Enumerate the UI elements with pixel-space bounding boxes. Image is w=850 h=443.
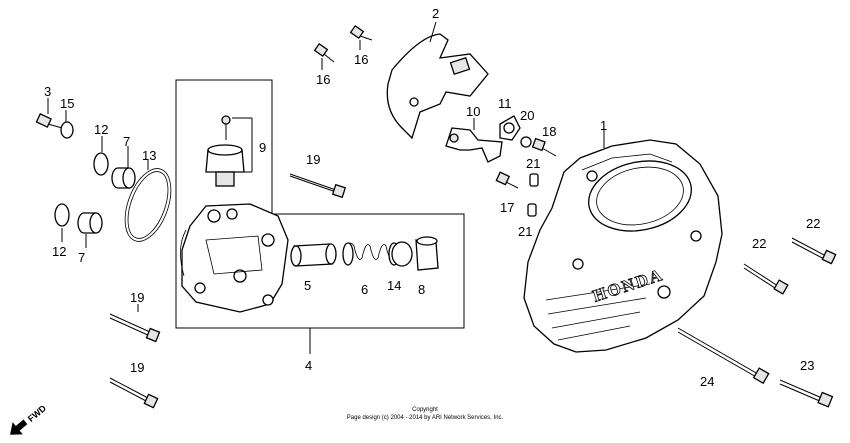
callout-7-lower: 7 — [78, 250, 85, 265]
callout-16-a: 16 — [316, 72, 330, 87]
callout-19-upper: 19 — [306, 152, 320, 167]
callout-13: 13 — [142, 148, 156, 163]
part-20-washer — [520, 136, 532, 148]
part-14-washer — [391, 241, 413, 267]
part-8-plug — [415, 236, 439, 271]
callout-3: 3 — [44, 84, 51, 99]
callout-21-lower: 21 — [518, 224, 532, 239]
callout-2: 2 — [432, 6, 439, 21]
callout-4: 4 — [305, 358, 312, 373]
part-22-bolt-upper — [791, 237, 837, 265]
part-21-dowel-lower — [527, 203, 537, 217]
callout-12-lower: 12 — [52, 244, 66, 259]
oil-pump-assembly-frame — [175, 79, 465, 329]
callout-6: 6 — [361, 282, 368, 297]
part-16-bolt-a — [313, 42, 335, 70]
callout-22-upper: 22 — [806, 216, 820, 231]
oil-pump-body — [180, 203, 289, 313]
callout-5: 5 — [304, 278, 311, 293]
callout-7-upper: 7 — [123, 134, 130, 149]
callout-23: 23 — [800, 358, 814, 373]
callout-10: 10 — [466, 104, 480, 119]
part-6-spring — [342, 242, 400, 266]
callout-19-lower: 19 — [130, 360, 144, 375]
callout-22-lower: 22 — [752, 236, 766, 251]
callout-14: 14 — [387, 278, 401, 293]
callout-21-upper: 21 — [526, 156, 540, 171]
part-2-breather-cover — [386, 21, 489, 140]
callout-24: 24 — [700, 374, 714, 389]
part-21-dowel-upper — [529, 173, 539, 187]
part-7-dowel-lower — [77, 212, 103, 248]
part-15-o-ring — [60, 110, 74, 139]
part-7-dowel-upper — [111, 146, 136, 189]
part-11-roller — [499, 115, 521, 141]
part-12-o-ring-lower — [54, 203, 70, 242]
callout-11: 11 — [498, 96, 512, 111]
callout-18: 18 — [542, 124, 556, 139]
part-16-bolt-b — [349, 24, 373, 50]
part-24-long-bolt — [677, 327, 770, 385]
callout-12-upper: 12 — [94, 122, 108, 137]
part-18-bolt — [531, 137, 557, 157]
callout-16-b: 16 — [354, 52, 368, 67]
copyright-line-2: Page design (c) 2004 - 2014 by ARI Netwo… — [347, 415, 504, 421]
callout-17: 17 — [500, 200, 514, 215]
part-12-o-ring-upper — [93, 136, 109, 176]
callout-15: 15 — [60, 96, 74, 111]
part-17-bolt — [495, 171, 519, 189]
part-10-lifter-arm — [445, 118, 503, 163]
callout-20: 20 — [520, 108, 534, 123]
fwd-arrow: FWD — [10, 403, 49, 435]
part-1-crankcase-cover: HONDA — [523, 128, 723, 353]
fwd-label: FWD — [26, 403, 49, 424]
part-19-bolt-upper — [289, 173, 347, 199]
callout-8: 8 — [418, 282, 425, 297]
callout-9: 9 — [259, 140, 266, 155]
callout-1: 1 — [600, 118, 607, 133]
copyright-line-1: Copyright — [412, 407, 438, 413]
part-5-relief-valve-piston — [290, 243, 337, 267]
part-23-bolt — [779, 379, 834, 408]
part-19-bolt-lower — [109, 377, 159, 409]
part-9-pressure-switch — [205, 115, 253, 187]
part-13-gasket — [124, 160, 172, 242]
part-3-bolt — [35, 98, 63, 129]
callout-19-mid: 19 — [130, 290, 144, 305]
part-22-bolt-lower — [743, 263, 789, 295]
part-19-bolt-mid — [109, 304, 161, 343]
